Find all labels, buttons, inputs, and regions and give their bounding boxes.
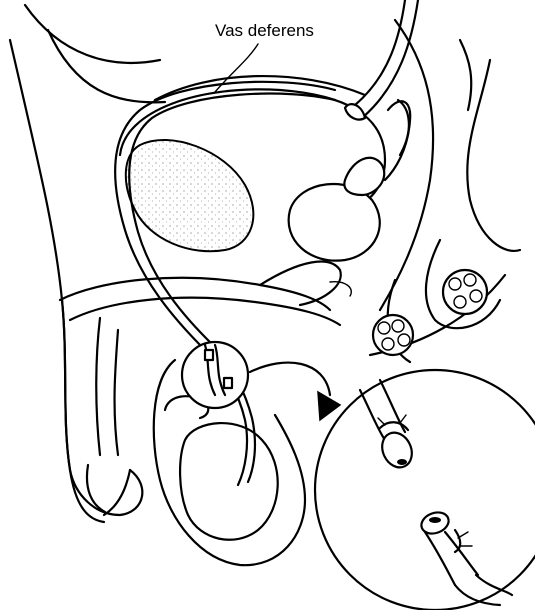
- vas-deferens-label: Vas deferens: [215, 21, 314, 40]
- detail-inset: [315, 370, 535, 610]
- seminal-vesicle: [385, 100, 410, 180]
- prostate: [289, 158, 385, 261]
- urethra: [60, 262, 351, 325]
- penis: [62, 300, 142, 515]
- pubic-bone: [126, 140, 254, 251]
- tissue-cluster-right: [443, 270, 487, 314]
- arrow: [250, 363, 340, 420]
- incision-site-circle: [182, 342, 248, 408]
- catheter-tube: [345, 0, 418, 120]
- tissue-cluster-left: [373, 315, 413, 355]
